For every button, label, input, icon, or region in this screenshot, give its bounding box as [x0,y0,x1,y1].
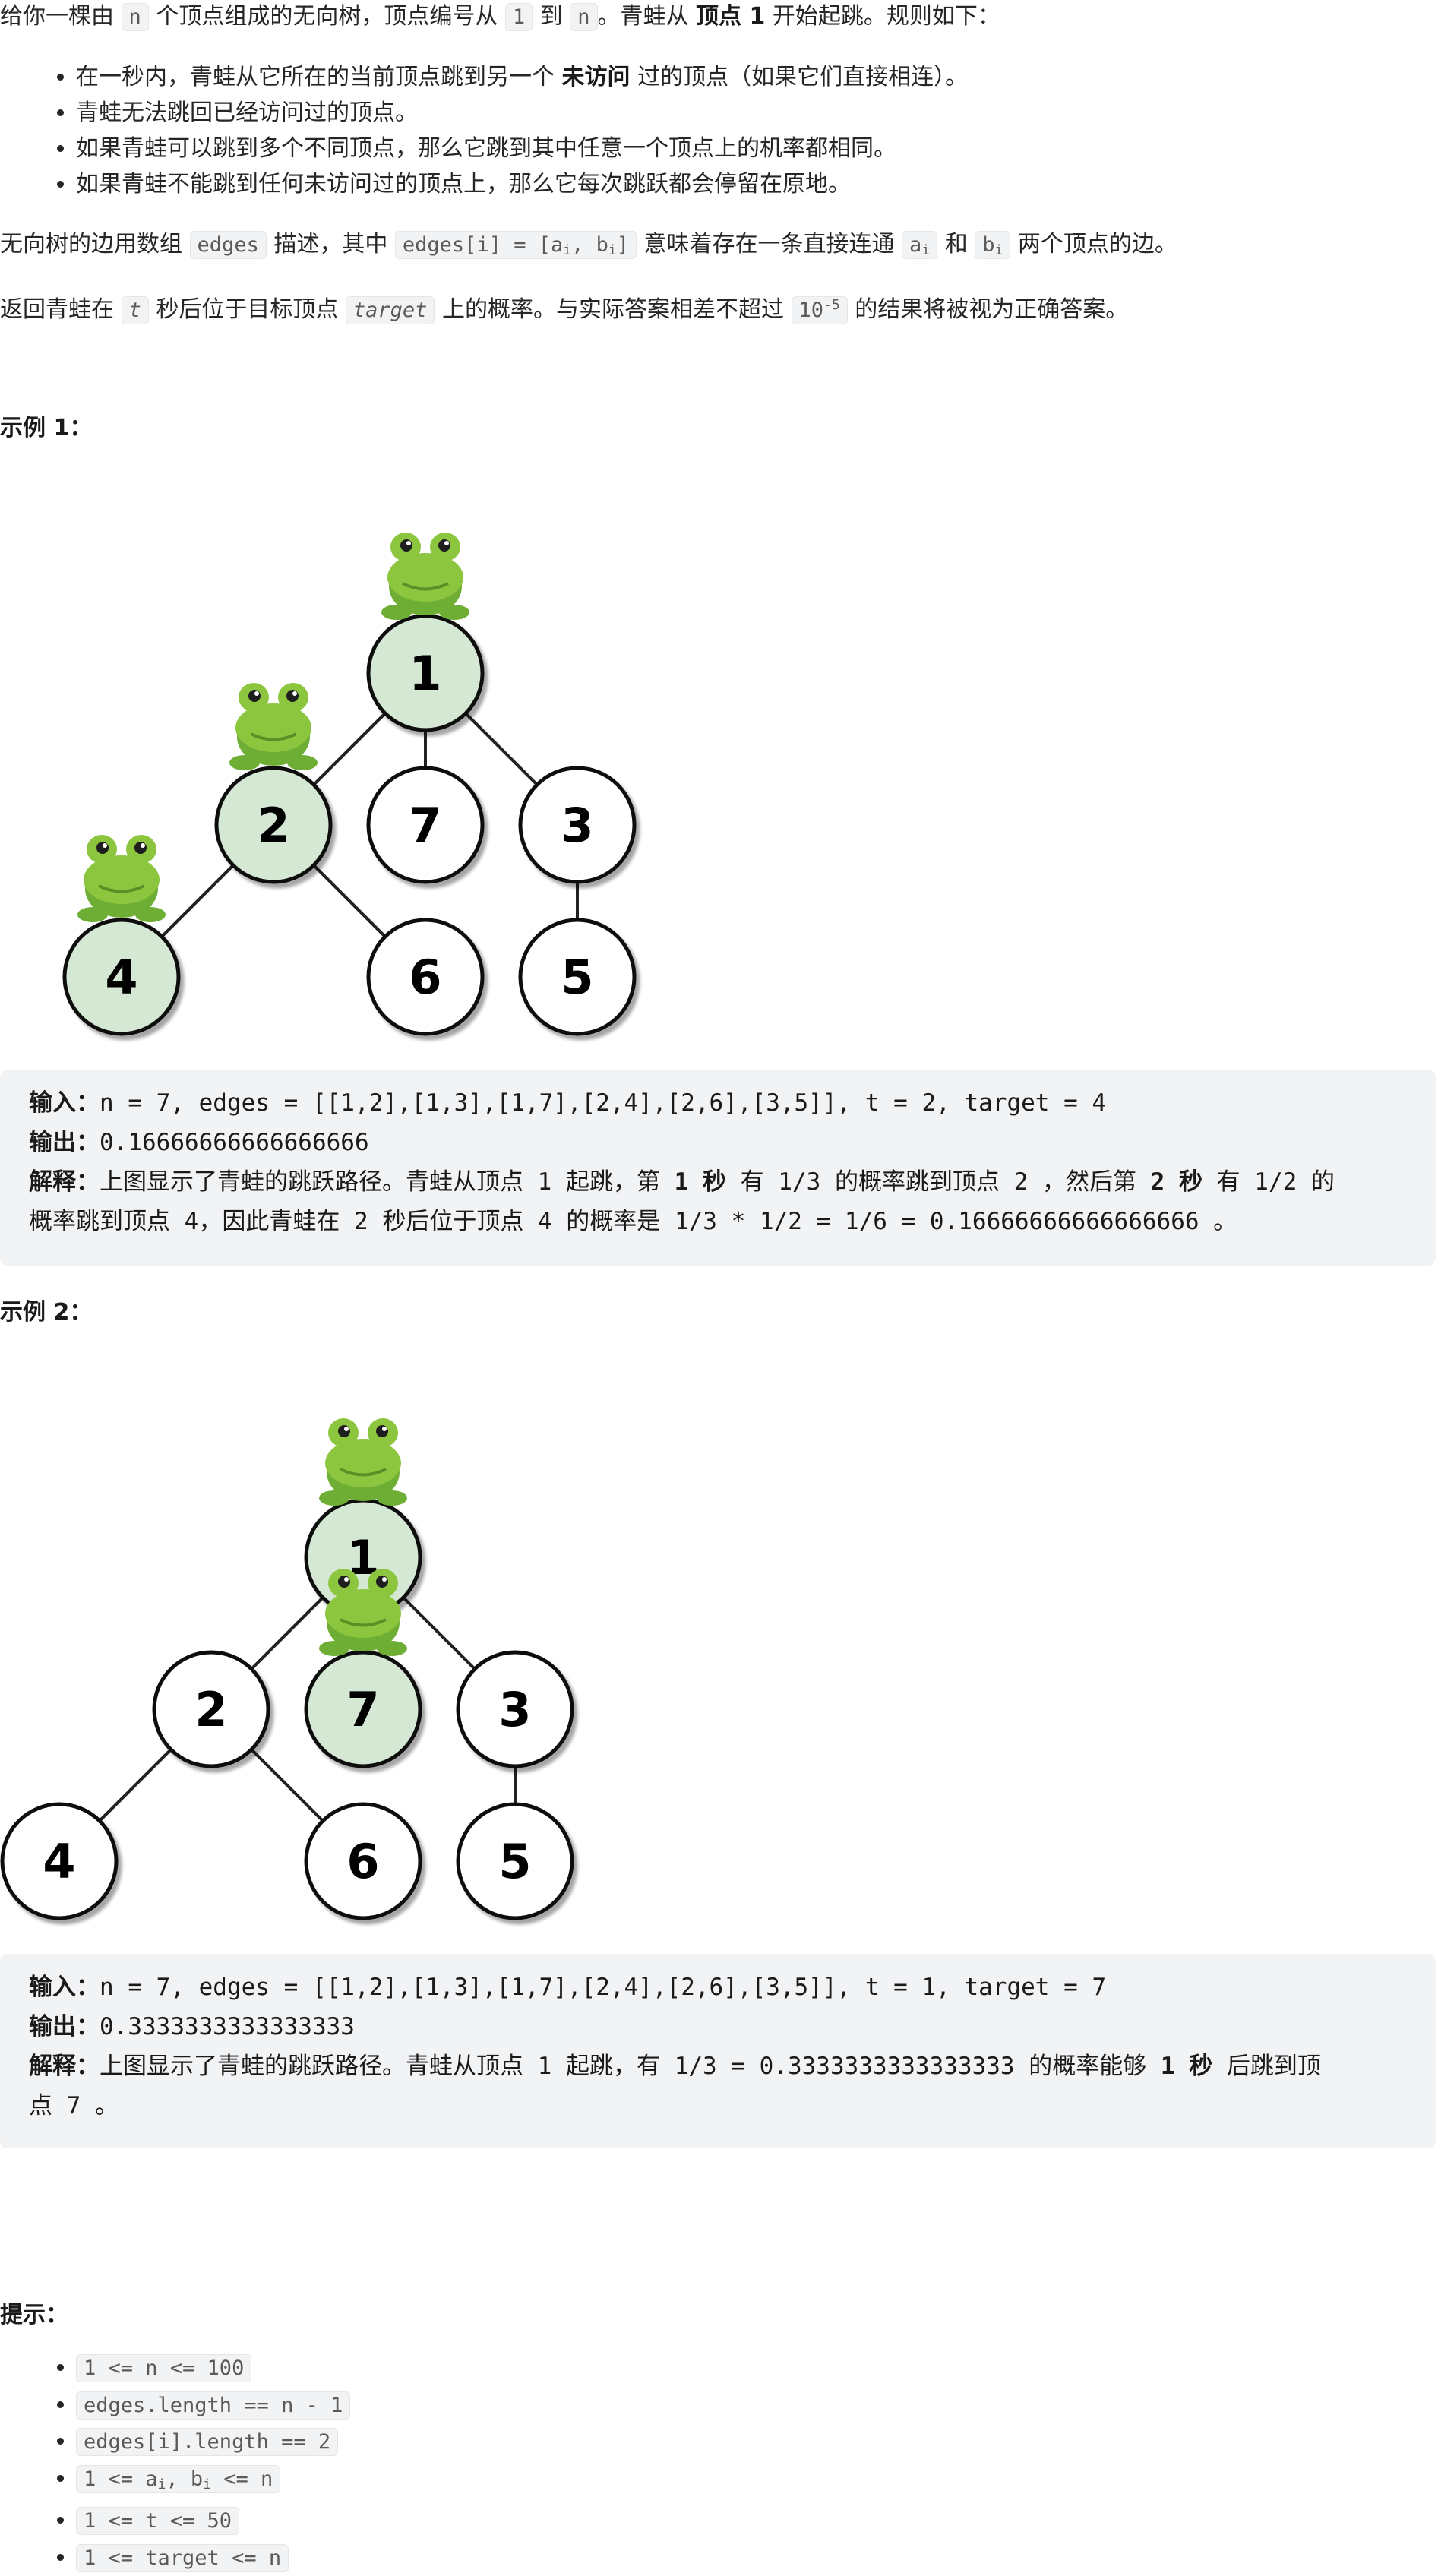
svg-text:3: 3 [561,798,593,853]
list-item: 1 <= target <= n [76,2540,350,2576]
tree-node-4: 4 [65,920,179,1034]
frog-icon [319,1418,407,1506]
tree-node-5: 5 [520,920,634,1034]
tree-edges [59,1557,515,1861]
svg-text:7: 7 [346,1682,379,1737]
tree-node-5: 5 [458,1804,572,1918]
inline-code-1: 1 [505,3,533,31]
tree-node-7: 7 [368,768,482,882]
example-1-explanation-cont: 概率跳到顶点 4，因此青蛙在 2 秒后位于顶点 4 的概率是 1/3 * 1/2… [29,1202,1407,1241]
svg-text:6: 6 [346,1834,379,1889]
intro-paragraph-1: 给你一棵由 n 个顶点组成的无向树，顶点编号从 1 到 n。青蛙从 顶点 1 开… [0,2,1000,33]
frog-icon [229,683,318,770]
rules-list: 在一秒内，青蛙从它所在的当前顶点跳到另一个 未访问 过的顶点（如果它们直接相连）… [46,59,968,202]
svg-text:5: 5 [561,950,593,1005]
example-2-input: 输入：n = 7, edges = [[1,2],[1,3],[1,7],[2,… [29,1968,1407,2007]
svg-text:3: 3 [498,1682,531,1737]
intro-paragraph-3: 返回青蛙在 t 秒后位于目标顶点 target 上的概率。与实际答案相差不超过 … [0,290,1128,326]
inline-code-ai: ai [902,231,937,259]
list-item: edges[i].length == 2 [76,2423,350,2461]
list-item: 如果青蛙不能跳到任何未访问过的顶点上，那么它每次跳跃都会停留在原地。 [76,166,968,202]
svg-text:7: 7 [409,798,441,853]
example-1-heading: 示例 1： [0,409,92,442]
inline-code-t: t [122,296,149,324]
tree-node-6: 6 [368,920,482,1034]
constraints-list: 1 <= n <= 100 edges.length == n - 1 edge… [46,2350,350,2576]
tree-node-7: 7 [306,1652,420,1766]
list-item: 在一秒内，青蛙从它所在的当前顶点跳到另一个 未访问 过的顶点（如果它们直接相连）… [76,59,968,95]
list-item: 1 <= t <= 50 [76,2502,350,2540]
example-2-output: 输出：0.3333333333333333 [29,2007,1407,2047]
tree-node-2: 2 [154,1652,268,1766]
list-item: 1 <= n <= 100 [76,2350,350,2387]
tree-node-3: 3 [520,768,634,882]
inline-code-edge-def: edges[i] = [ai, bi] [395,231,637,259]
example-1-explanation: 解释：上图显示了青蛙的跳跃路径。青蛙从顶点 1 起跳，第 1 秒 有 1/3 的… [29,1162,1407,1202]
svg-text:1: 1 [409,646,441,701]
svg-text:4: 4 [43,1834,75,1889]
inline-code-edges: edges [190,231,267,259]
example-1-input: 输入：n = 7, edges = [[1,2],[1,3],[1,7],[2,… [29,1083,1407,1123]
inline-code-n: n [122,3,149,31]
inline-code-n: n [570,3,597,31]
inline-code-tolerance: 10-5 [792,296,848,324]
example-2-heading: 示例 2： [0,1293,92,1326]
svg-text:4: 4 [105,950,137,1005]
svg-text:5: 5 [498,1834,531,1889]
tree-node-2: 2 [216,768,330,882]
example-2-explanation: 解释：上图显示了青蛙的跳跃路径。青蛙从顶点 1 起跳，有 1/3 = 0.333… [29,2047,1407,2086]
example-1-code-block: 输入：n = 7, edges = [[1,2],[1,3],[1,7],[2,… [0,1070,1436,1266]
list-item: 青蛙无法跳回已经访问过的顶点。 [76,95,968,131]
example-2-tree-diagram: 1 2 7 3 4 6 5 [0,1407,623,1939]
tree-node-4: 4 [2,1804,116,1918]
svg-text:6: 6 [409,950,441,1005]
example-1-tree-diagram: 1 2 7 3 4 6 5 [0,524,668,1056]
inline-code-target: target [346,296,435,324]
svg-text:2: 2 [257,798,289,853]
hints-heading: 提示： [0,2296,68,2329]
list-item: 1 <= ai, bi <= n [76,2461,350,2503]
tree-node-3: 3 [458,1652,572,1766]
tree-node-6: 6 [306,1804,420,1918]
intro-paragraph-2: 无向树的边用数组 edges 描述，其中 edges[i] = [ai, bi]… [0,229,1177,266]
example-2-code-block: 输入：n = 7, edges = [[1,2],[1,3],[1,7],[2,… [0,1954,1436,2148]
tree-node-1: 1 [368,616,482,730]
frog-icon [381,533,469,620]
inline-code-bi: bi [975,231,1010,259]
tree-edges [122,673,577,977]
example-1-output: 输出：0.16666666666666666 [29,1123,1407,1162]
list-item: 如果青蛙可以跳到多个不同顶点，那么它跳到其中任意一个顶点上的机率都相同。 [76,131,968,166]
svg-text:2: 2 [194,1682,227,1737]
frog-icon [77,835,166,922]
list-item: edges.length == n - 1 [76,2387,350,2424]
example-2-explanation-cont: 点 7 。 [29,2086,1407,2126]
